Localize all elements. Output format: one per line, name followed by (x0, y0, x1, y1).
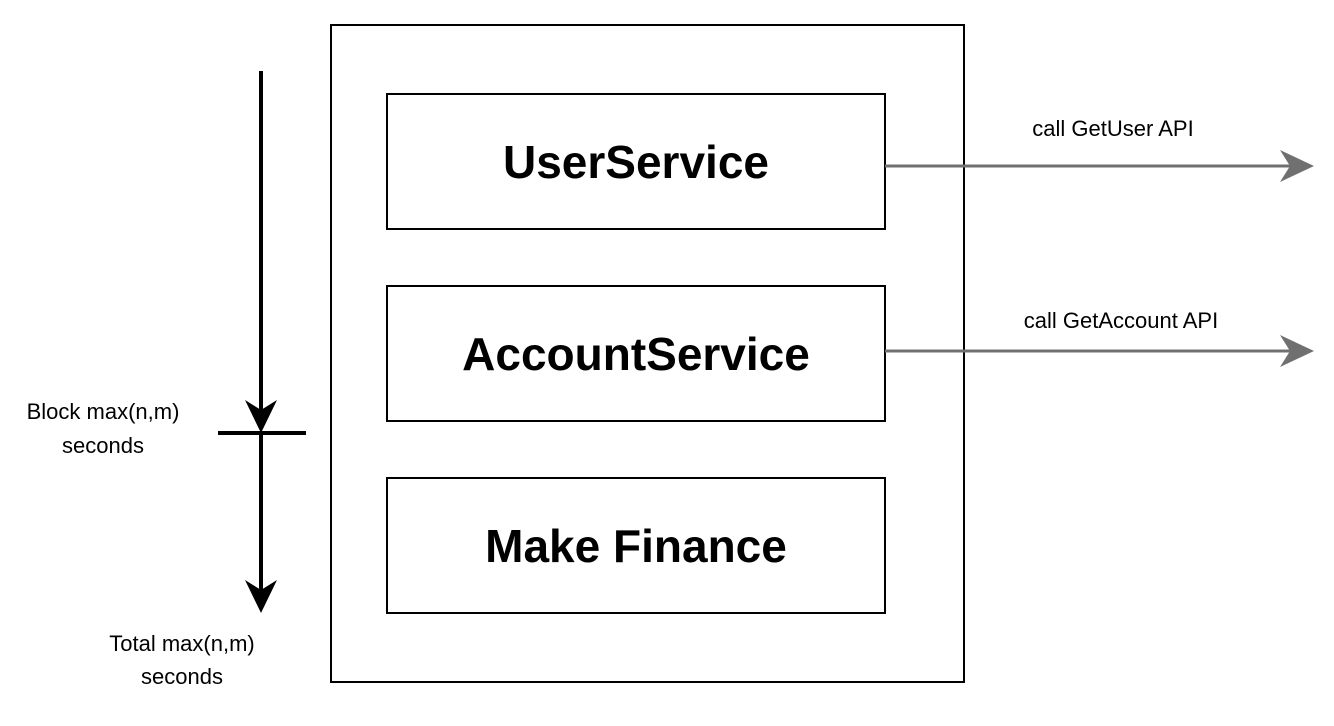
service-label-user: UserService (503, 136, 769, 188)
container-box (330, 24, 965, 683)
call-arrow-getuser (885, 150, 1314, 182)
service-box-account: AccountService (386, 285, 886, 422)
service-box-finance-rect (386, 477, 886, 614)
service-box-user: UserService (386, 93, 886, 230)
total-label-line1: Total max(n,m) (109, 631, 254, 656)
call-label-getaccount: call GetAccount API (1024, 308, 1218, 333)
total-label-line2: seconds (141, 664, 223, 689)
service-box-user-rect (386, 93, 886, 230)
call-arrow-getaccount (885, 335, 1314, 367)
service-box-account-rect (386, 285, 886, 422)
service-label-account: AccountService (462, 328, 810, 380)
service-box-finance: Make Finance (386, 477, 886, 614)
block-label-line2: seconds (62, 433, 144, 458)
block-label-line1: Block max(n,m) (27, 399, 180, 424)
timeline-arrow-block (245, 71, 277, 433)
timeline-arrow-total (245, 433, 277, 613)
call-arrow-getuser-head (1280, 150, 1314, 182)
timeline-arrow-block-head (245, 400, 277, 433)
service-label-finance: Make Finance (485, 520, 787, 572)
call-label-getuser: call GetUser API (1032, 116, 1193, 141)
timeline-arrow-total-head (245, 580, 277, 613)
call-arrow-getaccount-head (1280, 335, 1314, 367)
